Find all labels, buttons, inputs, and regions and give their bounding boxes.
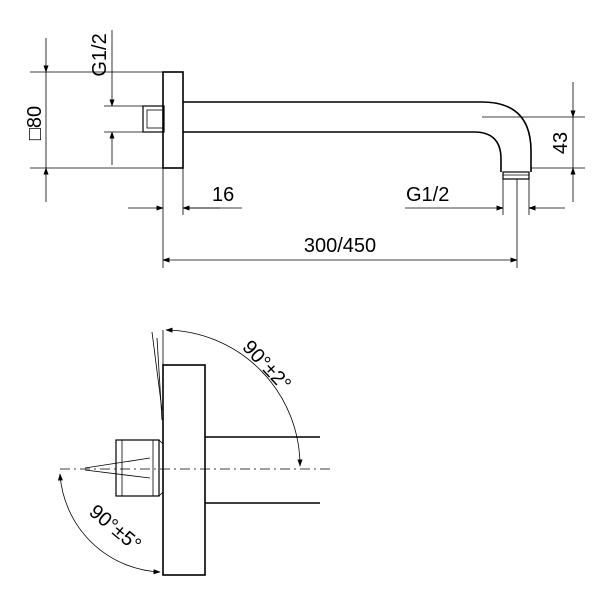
shower-arm-bottom [183,131,502,172]
dim-80-label: □80 [24,106,46,140]
dim-g12-outlet-label: G1/2 [406,184,449,206]
thread-nipple [142,105,165,133]
shower-arm-top [183,101,532,172]
angle-lower-label: 90°±5° [85,501,145,557]
detail-thread-nipple [115,439,160,497]
outlet-thread [502,171,530,180]
detail-view: 90°±2° 90°±5° [57,327,330,576]
dim-16-label: 16 [212,184,234,206]
dim-43-label: 43 [550,132,572,154]
thread-nipple-inner [146,109,164,129]
wall-flange [162,71,184,169]
angle-arc-lower [57,473,161,575]
dim-g12-top-label: G1/2 [89,33,111,76]
angle-upper-label: 90°±2° [238,336,295,395]
angle-arc-upper [165,327,303,467]
side-view: □80 G1/2 16 G1/2 43 300/450 [24,30,585,268]
detail-flange [162,364,206,576]
dim-length-label: 300/450 [304,235,376,257]
